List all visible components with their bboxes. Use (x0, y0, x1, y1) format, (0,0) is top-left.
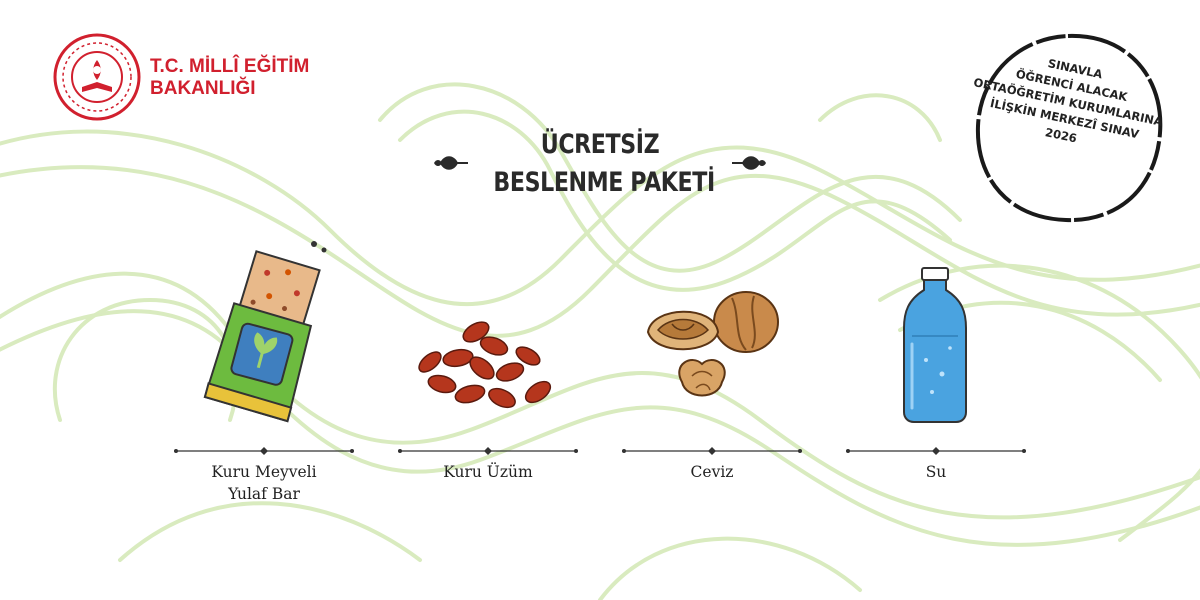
leaf-ornament-left-icon (434, 156, 468, 170)
item-label: Kuru Meyveli Yulaf Bar (174, 461, 354, 505)
item-label: Su (846, 461, 1026, 483)
item-divider (622, 447, 802, 455)
ministry-name: T.C. MİLLÎ EĞİTİM BAKANLIĞI (150, 56, 309, 100)
ministry-name-line1: T.C. MİLLÎ EĞİTİM (150, 56, 310, 77)
title-line2: BESLENME PAKETİ (493, 167, 715, 198)
item-label-line2: Yulaf Bar (228, 485, 300, 503)
leaf-ornament-right-icon (732, 156, 766, 170)
item-label-line1: Ceviz (690, 463, 734, 481)
title-line1: ÜCRETSİZ (540, 129, 660, 160)
item-label: Kuru Üzüm (398, 461, 578, 483)
walnut-icon (646, 291, 779, 397)
ministry-logo (53, 33, 141, 121)
ministry-name-line2: BAKANLIĞI (150, 78, 256, 99)
item-divider (846, 447, 1026, 455)
oat-bar-icon (203, 241, 327, 423)
item-label-line1: Kuru Üzüm (443, 463, 533, 481)
item-label-line1: Su (925, 463, 947, 481)
item-label-line1: Kuru Meyveli (211, 463, 317, 481)
water-bottle-icon (903, 267, 967, 423)
item-label: Ceviz (622, 461, 802, 483)
item-divider (174, 447, 354, 455)
page-title: ÜCRETSİZ BESLENME PAKETİ (493, 126, 715, 202)
exam-stamp-circle (975, 33, 1163, 223)
raisins-icon (418, 321, 552, 409)
item-divider (398, 447, 578, 455)
